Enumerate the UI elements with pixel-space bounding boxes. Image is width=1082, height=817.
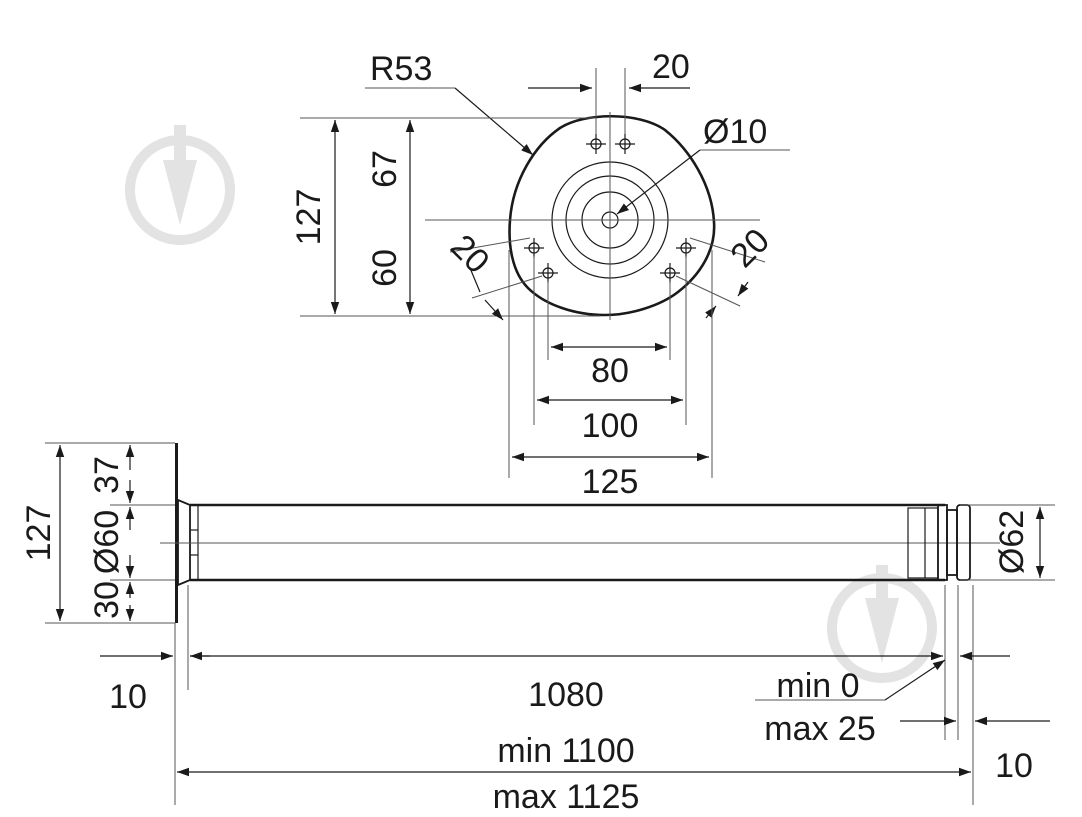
total-max-label: max 1125 <box>493 778 640 816</box>
watermark-logo-right <box>827 565 937 683</box>
total-min-label: min 1100 <box>497 732 634 770</box>
flange-outline <box>508 114 716 317</box>
width-125-label: 125 <box>582 463 639 501</box>
adjust-max-label: max 25 <box>764 710 876 748</box>
tube-length-label: 1080 <box>528 676 604 714</box>
dim-37-label: 37 <box>88 456 126 494</box>
mounting-plate <box>175 443 178 623</box>
adjust-min-label: min 0 <box>776 667 859 705</box>
leg-side-view: 127 37 Ø60 30 Ø62 10 1080 <box>20 442 1055 816</box>
offset-right-label: 20 <box>723 221 777 275</box>
radius-label: R53 <box>370 50 432 88</box>
height-lower-label: 60 <box>366 249 404 287</box>
plate-thickness-label: 10 <box>109 678 147 716</box>
flange-top-view: R53 20 Ø10 127 67 60 20 <box>290 48 790 501</box>
dim-dia60-label: Ø60 <box>88 510 126 574</box>
height-total-label: 127 <box>290 189 328 246</box>
plate-height-label: 127 <box>20 505 58 562</box>
width-100-label: 100 <box>582 407 639 445</box>
width-80-label: 80 <box>591 352 629 390</box>
hole-spacing-top-label: 20 <box>652 48 690 86</box>
height-upper-label: 67 <box>366 150 404 188</box>
dia62-label: Ø62 <box>993 510 1031 574</box>
mounting-holes <box>524 134 696 283</box>
offset-left-label: 20 <box>443 227 497 281</box>
center-hole-dia-label: Ø10 <box>703 113 767 151</box>
foot-thickness-label: 10 <box>995 747 1033 785</box>
watermark-logo-left <box>125 125 235 245</box>
dim-30-label: 30 <box>88 581 126 619</box>
